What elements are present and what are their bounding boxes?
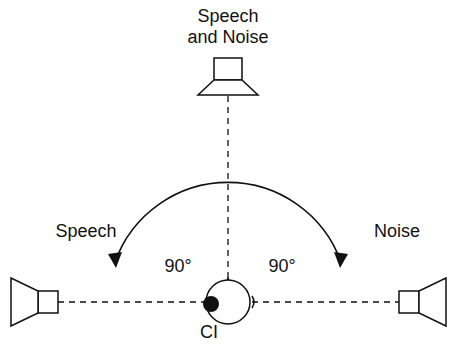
dashed-axis bbox=[252, 301, 399, 302]
angle-label: 90° bbox=[164, 256, 191, 277]
angle-arc bbox=[115, 182, 341, 262]
arrow-head bbox=[334, 252, 348, 268]
loudspeaker bbox=[11, 278, 58, 326]
dashed-axis bbox=[58, 301, 204, 302]
device-label: CI bbox=[200, 322, 218, 343]
speaker-label: Speech and Noise bbox=[185, 6, 271, 48]
dashed-axis bbox=[227, 96, 228, 278]
arrow-head bbox=[108, 252, 122, 268]
angle-label: 90° bbox=[268, 256, 295, 277]
loudspeaker bbox=[198, 58, 258, 95]
listener-head bbox=[203, 278, 254, 324]
source-label: Speech bbox=[55, 221, 116, 242]
source-label: Noise bbox=[374, 221, 420, 242]
loudspeaker bbox=[399, 278, 446, 326]
